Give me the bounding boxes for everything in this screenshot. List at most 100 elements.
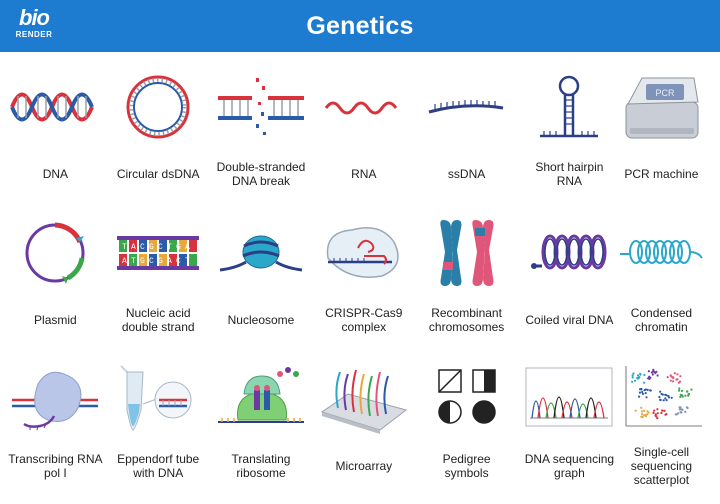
grid-item-nucleic-acid[interactable]: TACGCTGA ATGCGACT Nucleic acid double st…	[107, 206, 210, 346]
scatter-dot	[640, 387, 643, 391]
grid-item-ribosome[interactable]: Translating ribosome	[210, 352, 313, 492]
scatter-dot	[676, 378, 679, 381]
grid-item-eppendorf[interactable]: Eppendorf tube with DNA	[107, 352, 210, 492]
scatter-dot	[650, 371, 653, 374]
scatter-dot	[631, 376, 634, 379]
item-label: Plasmid	[34, 313, 77, 327]
scatter-dot	[643, 381, 646, 384]
scatter-dot	[660, 392, 663, 396]
grid-item-ssdna[interactable]: ssDNA	[415, 60, 518, 200]
scatter-dot	[686, 390, 689, 393]
scatter-dot	[636, 377, 639, 380]
grid-item-scatterplot[interactable]: Single-cell sequencing scatterplot	[610, 352, 713, 492]
scatter-dot	[664, 413, 667, 416]
scatter-dot	[634, 409, 637, 412]
scatter-dot	[678, 408, 681, 411]
scatter-dot	[690, 388, 693, 391]
grid-item-dna-break[interactable]: Double-stranded DNA break	[210, 60, 313, 200]
coiled-dna-icon	[524, 218, 614, 288]
scatter-dot	[640, 415, 643, 418]
strand-b-text: ATGCGACT	[122, 257, 194, 266]
grid-item-nucleosome[interactable]: Nucleosome	[210, 206, 313, 346]
scatter-dot	[643, 373, 646, 376]
grid-item-crispr[interactable]: CRISPR-Cas9 complex	[312, 206, 415, 346]
microarray-icon	[318, 364, 408, 434]
grid-item-shrna[interactable]: Short hairpin RNA	[518, 60, 621, 200]
scatter-dot	[640, 406, 643, 409]
scatter-dot	[633, 379, 637, 382]
shrna-icon	[524, 72, 614, 142]
scatter-dot	[684, 410, 687, 413]
scatter-dot	[643, 389, 646, 392]
scatter-dot	[640, 410, 644, 413]
grid-item-chromosomes[interactable]: Recombinant chromosomes	[415, 206, 518, 346]
nucleosome-icon	[216, 218, 306, 288]
item-label: Recombinant chromosomes	[428, 306, 505, 334]
scatter-dot	[644, 413, 647, 416]
grid-item-dna[interactable]: DNA	[4, 60, 107, 200]
scatter-dot	[647, 370, 650, 373]
grid-item-circular-dsdna[interactable]: Circular dsDNA	[107, 60, 210, 200]
ssdna-icon	[421, 72, 511, 142]
scatter-dot	[636, 374, 640, 377]
scatter-dot	[660, 411, 663, 415]
item-label: Microarray	[335, 459, 393, 473]
strand-a-text: TACGCTGA	[122, 243, 194, 252]
grid-item-pcr-machine[interactable]: PCR PCR machine	[610, 60, 713, 200]
scatterplot-icon	[616, 364, 706, 434]
ribosome-icon	[216, 364, 306, 434]
dna-icon	[10, 72, 100, 142]
item-label: Pedigree symbols	[442, 452, 491, 480]
scatter-dot	[643, 409, 646, 412]
scatter-dot	[647, 411, 650, 414]
grid-item-rna-pol[interactable]: Transcribing RNA pol I	[4, 352, 107, 492]
scatter-dot	[684, 394, 687, 397]
biorender-logo[interactable]: bio RENDER	[14, 6, 54, 46]
item-label: Eppendorf tube with DNA	[117, 452, 200, 480]
scatter-dot	[656, 408, 659, 411]
grid-item-chromatin[interactable]: Condensed chromatin	[610, 206, 713, 346]
rna-pol-icon	[10, 364, 100, 434]
scatter-dot	[687, 394, 690, 397]
scatter-dot	[676, 373, 679, 376]
item-label: Double-stranded DNA break	[216, 160, 306, 188]
grid-item-pedigree[interactable]: Pedigree symbols	[415, 352, 518, 492]
item-label: Transcribing RNA pol I	[8, 452, 103, 480]
scatter-dot	[672, 376, 675, 379]
scatter-dot	[669, 379, 672, 382]
item-label: PCR machine	[624, 167, 699, 181]
scatter-dot	[638, 391, 641, 394]
scatter-dot	[678, 389, 681, 392]
item-label: DNA sequencing graph	[524, 452, 615, 480]
eppendorf-icon	[113, 364, 203, 434]
grid-item-rna[interactable]: RNA	[312, 60, 415, 200]
scatter-dot	[665, 394, 668, 397]
scatter-dot	[687, 392, 690, 396]
scatter-dot	[681, 394, 684, 397]
rna-icon	[318, 72, 408, 142]
scatter-dot	[632, 372, 635, 375]
header-bar: bio RENDER Genetics	[0, 0, 720, 52]
scatter-dot	[631, 380, 634, 383]
grid-item-plasmid[interactable]: Plasmid	[4, 206, 107, 346]
item-label: Nucleic acid double strand	[121, 306, 195, 334]
item-label: Short hairpin RNA	[535, 160, 604, 188]
scatter-dot	[685, 406, 688, 409]
item-label: RNA	[351, 167, 377, 181]
grid-item-sequencing-graph[interactable]: DNA sequencing graph	[518, 352, 621, 492]
item-label: DNA	[42, 167, 69, 181]
grid-item-coiled-dna[interactable]: Coiled viral DNA	[518, 206, 621, 346]
item-label: ssDNA	[447, 167, 486, 181]
scatter-dot	[667, 394, 670, 398]
scatter-dot	[663, 409, 666, 412]
item-label: Circular dsDNA	[116, 167, 200, 181]
scatter-dot	[658, 395, 661, 399]
item-label: Single-cell sequencing scatterplot	[630, 445, 693, 487]
scatter-dot	[677, 412, 680, 415]
item-label: Nucleosome	[227, 313, 295, 327]
scatter-dot	[655, 415, 658, 418]
scatter-dot	[680, 389, 684, 392]
grid-item-microarray[interactable]: Microarray	[312, 352, 415, 492]
icon-grid: DNA Circular dsDNA	[0, 60, 720, 500]
chromosomes-icon	[421, 218, 511, 288]
